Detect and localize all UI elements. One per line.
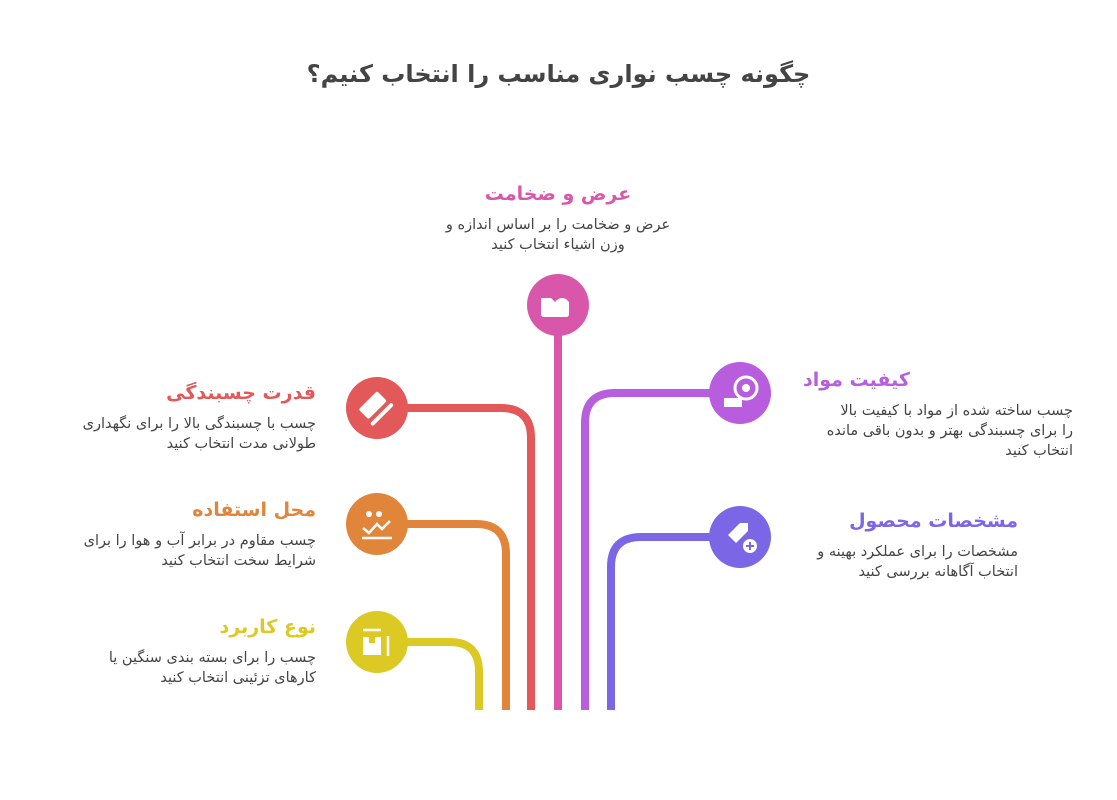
item-heading: کیفیت مواد bbox=[803, 369, 910, 391]
item-specs: مشخصات محصول مشخصات را برای عملکرد بهینه… bbox=[803, 510, 1018, 582]
item-adhesion: قدرت چسبندگی چسب با چسبندگی بالا را برای… bbox=[36, 382, 316, 454]
connector-material bbox=[581, 389, 715, 710]
item-heading: مشخصات محصول bbox=[849, 510, 1018, 532]
item-desc-line: چسب مقاوم در برابر آب و هوا را برای bbox=[83, 533, 316, 549]
tape-strip-icon bbox=[346, 377, 408, 439]
box-dimensions-icon bbox=[346, 611, 408, 673]
tape-dispenser-icon bbox=[527, 274, 589, 336]
item-desc-line: چسب با چسبندگی بالا را برای نگهداری bbox=[82, 416, 316, 432]
connector-adhesion bbox=[400, 404, 535, 710]
connector-location bbox=[400, 520, 510, 710]
item-desc-line: انتخاب آگاهانه بررسی کنید bbox=[858, 564, 1018, 580]
item-desc-line: مشخصات را برای عملکرد بهینه و bbox=[817, 544, 1018, 560]
item-desc-line: را برای چسبندگی بهتر و بدون باقی مانده bbox=[826, 423, 1073, 439]
item-desc-line: انتخاب کنید bbox=[1005, 443, 1073, 459]
item-heading: محل استفاده bbox=[192, 499, 316, 521]
item-usage: نوع کاربرد چسب را برای بسته بندی سنگین ی… bbox=[36, 616, 316, 688]
item-desc-line: شرایط سخت انتخاب کنید bbox=[161, 553, 316, 569]
item-heading: عرض و ضخامت bbox=[484, 183, 632, 205]
connector-specs bbox=[607, 533, 715, 710]
item-desc-line: چسب را برای بسته بندی سنگین یا bbox=[108, 650, 316, 666]
item-desc-line: طولانی مدت انتخاب کنید bbox=[166, 436, 316, 452]
item-width: عرض و ضخامت عرض و ضخامت را بر اساس انداز… bbox=[408, 183, 708, 255]
item-desc-line: وزن اشیاء انتخاب کنید bbox=[491, 237, 625, 253]
item-heading: قدرت چسبندگی bbox=[166, 382, 316, 404]
item-material: کیفیت مواد چسب ساخته شده از مواد با کیفی… bbox=[803, 369, 1073, 461]
tag-plus-icon bbox=[709, 506, 771, 568]
tape-roll-icon bbox=[709, 362, 771, 424]
item-desc-line: چسب ساخته شده از مواد با کیفیت بالا bbox=[840, 403, 1073, 419]
water-weather-icon bbox=[346, 493, 408, 555]
item-location: محل استفاده چسب مقاوم در برابر آب و هوا … bbox=[36, 499, 316, 571]
page-title: چگونه چسب نواری مناسب را انتخاب کنیم؟ bbox=[306, 60, 811, 88]
item-desc-line: کارهای تزئینی انتخاب کنید bbox=[160, 670, 316, 686]
item-heading: نوع کاربرد bbox=[219, 616, 316, 638]
connector-usage bbox=[400, 638, 483, 710]
item-desc-line: عرض و ضخامت را بر اساس اندازه و bbox=[445, 217, 671, 233]
